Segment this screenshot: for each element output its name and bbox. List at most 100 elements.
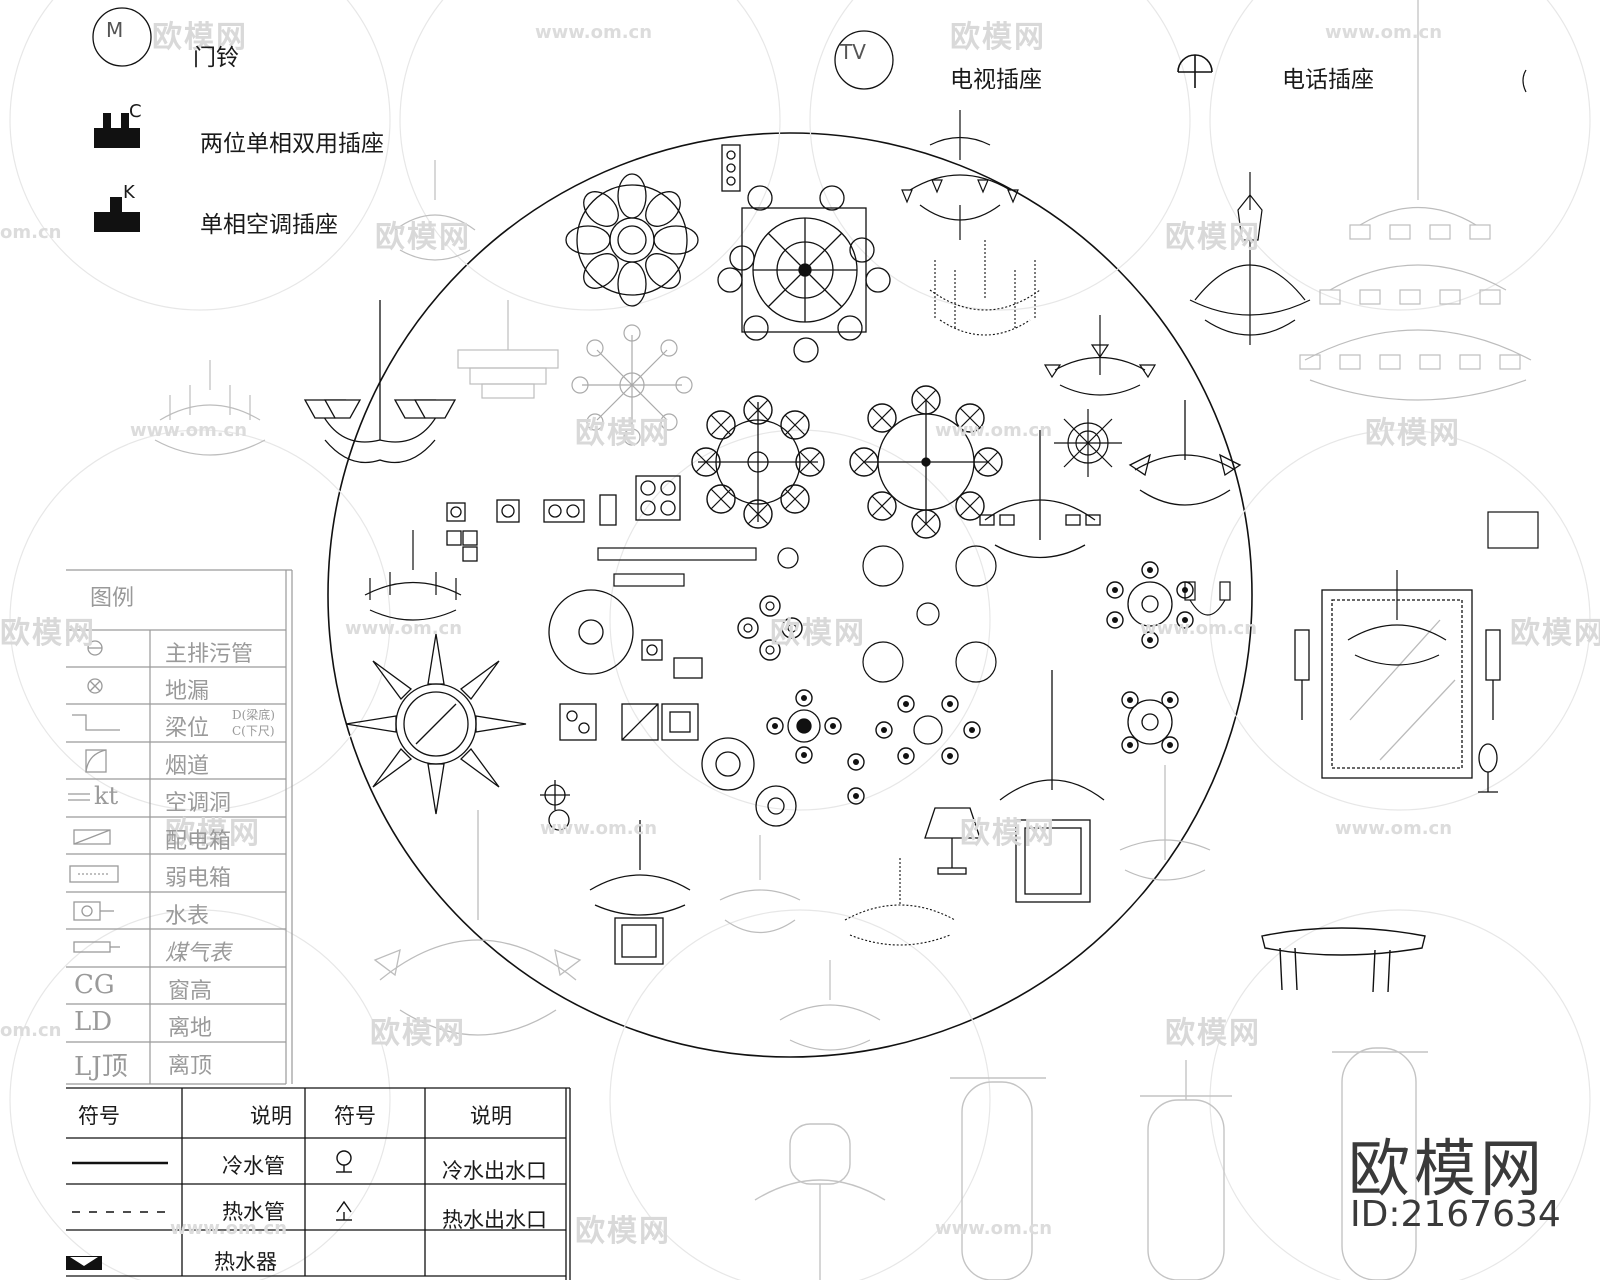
doorbell-icon xyxy=(92,7,152,67)
beam-note-top: D(梁底) xyxy=(232,708,275,722)
cold-water-outlet-icon xyxy=(336,1150,352,1173)
watermark-logo: 欧模网 xyxy=(0,616,96,651)
candle-chandelier-faded xyxy=(154,360,266,456)
faded-chandelier-bottom xyxy=(779,960,881,1051)
watermark-url: www.om.cn xyxy=(1325,22,1443,43)
dual-socket-label: 两位单相双用插座 xyxy=(200,131,384,157)
boundary-circle xyxy=(327,132,1253,1058)
watermark-url: om.cn xyxy=(0,222,62,243)
mirror-chandelier xyxy=(1347,570,1447,666)
legend-symbol-text: CG xyxy=(74,970,115,1000)
legend-row-label: 水表 xyxy=(165,904,210,929)
legend-row-label: 配电箱 xyxy=(165,829,232,854)
watermark-logo: 欧模网 xyxy=(960,816,1056,851)
watermark-logo: 欧模网 xyxy=(370,1016,466,1051)
watermark-url: www.om.cn xyxy=(935,420,1053,441)
low-voltage-box-icon xyxy=(69,865,119,883)
sunburst-mirror xyxy=(345,633,527,815)
doorbell-letter: M xyxy=(106,18,124,42)
watermark-logo: 欧模网 xyxy=(165,816,261,851)
switch-plate-icon xyxy=(721,144,741,192)
phone-socket-label: 电话插座 xyxy=(1282,67,1374,93)
legend-row-label: 梁位 xyxy=(165,716,210,741)
hot-water-outlet-icon xyxy=(336,1200,352,1221)
rosette-chandelier xyxy=(565,173,699,307)
water-heater-icon xyxy=(66,1256,102,1270)
tiered-chandelier xyxy=(901,110,1019,240)
watermark-url: www.om.cn xyxy=(935,1218,1053,1239)
legend-title: 图例 xyxy=(90,586,135,611)
legend-box xyxy=(66,569,293,1085)
phone-socket-icon xyxy=(1177,54,1213,88)
ac-socket-letter: K xyxy=(123,182,135,203)
legend-row-label: 煤气表 xyxy=(165,941,232,966)
watermark-logo: 欧模网 xyxy=(950,20,1046,55)
legend-row-label: 离地 xyxy=(168,1016,213,1041)
watermark-logo: 欧模网 xyxy=(770,616,866,651)
socket-plates-icon xyxy=(446,475,681,562)
water-meter-icon xyxy=(73,901,114,921)
ring-ceiling-light xyxy=(548,547,799,675)
watermark-logo: 欧模网 xyxy=(1365,416,1461,451)
right-edge-plate xyxy=(1487,511,1539,549)
drain-pipe-icon xyxy=(87,640,103,656)
legend-symbol-text: LJ顶 xyxy=(74,1052,128,1082)
watermark-url: www.om.cn xyxy=(1335,818,1453,839)
ac-hole-icon xyxy=(68,793,90,801)
watermark-url: www.om.cn xyxy=(170,1218,288,1239)
tv-socket-icon xyxy=(834,30,894,90)
vanity-mirror xyxy=(1478,743,1498,793)
drum-pendant-faded xyxy=(457,300,559,399)
legend-row-label: 空调洞 xyxy=(165,791,232,816)
brand-logo-text: 欧模网 xyxy=(1348,1132,1547,1205)
watermark-url: www.om.cn xyxy=(540,818,658,839)
distribution-box-icon xyxy=(73,829,111,845)
table-cell: 冷水出水口 xyxy=(442,1159,547,1183)
beam-note-bottom: C(下尺) xyxy=(232,724,275,738)
dual-socket-icon xyxy=(94,113,140,148)
gas-meter-icon xyxy=(73,941,120,953)
watermark-url: www.om.cn xyxy=(535,22,653,43)
snowflake-chandelier xyxy=(1054,409,1122,477)
watermark-logo: 欧模网 xyxy=(1510,616,1600,651)
wall-sconce-right xyxy=(1485,629,1501,720)
pipe-table-grid xyxy=(66,1087,571,1280)
square-chandelier xyxy=(717,185,891,363)
partial-arc-icon xyxy=(1522,69,1527,93)
pendant-chandelier xyxy=(1043,315,1157,396)
faded-chandelier-top xyxy=(394,160,476,261)
beam-icon xyxy=(72,714,120,731)
large-faded-chandelier-left xyxy=(373,810,582,1036)
legend-row-label: 弱电箱 xyxy=(165,866,232,891)
watermark-logo: 欧模网 xyxy=(1165,1016,1261,1051)
watermark-logo: 欧模网 xyxy=(375,220,471,255)
scroll-pendant-chandelier xyxy=(589,820,691,965)
tv-letters: TV xyxy=(840,40,866,64)
candle-chandelier xyxy=(364,530,462,621)
watermark-url: www.om.cn xyxy=(1140,618,1258,639)
switch-row-icon xyxy=(597,547,757,587)
shaded-chandelier xyxy=(303,300,457,464)
shade-chandelier-faded xyxy=(719,835,801,933)
faded-shade-chandelier xyxy=(1119,839,1211,881)
wall-sconce-left xyxy=(1294,629,1310,720)
table-lamp xyxy=(924,807,981,875)
table-cell: 热水器 xyxy=(214,1250,277,1274)
watermark-logo: 欧模网 xyxy=(575,416,671,451)
crystal-tier-chandelier xyxy=(844,858,956,946)
table-header: 符号 xyxy=(78,1104,120,1128)
plan-fixtures xyxy=(540,581,1173,831)
watermark-logo: 欧模网 xyxy=(152,20,248,55)
model-id: ID:2167634 xyxy=(1350,1194,1561,1235)
table-cell: 热水出水口 xyxy=(442,1208,547,1232)
legend-row-label: 离顶 xyxy=(168,1054,213,1079)
watermark-url: om.cn xyxy=(0,1020,62,1041)
watermark-url: www.om.cn xyxy=(345,618,463,639)
doorbell-label: 门铃 xyxy=(193,45,239,71)
ac-socket-label: 单相空调插座 xyxy=(200,212,338,238)
guzheng-table xyxy=(1261,927,1426,993)
wall-lamp-pair xyxy=(1184,581,1231,616)
fitness-equipment-faded xyxy=(754,1047,1428,1280)
lantern-pendant xyxy=(999,670,1105,903)
